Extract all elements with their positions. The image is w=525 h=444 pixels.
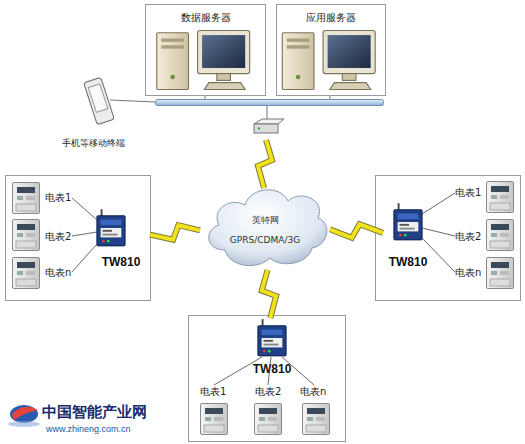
- text-label: 电表n: [455, 266, 481, 280]
- network-bus: [156, 100, 384, 106]
- server-computer: [157, 31, 250, 90]
- server-box: 应用服务器: [276, 4, 386, 96]
- node-text: TW810: [237, 362, 307, 376]
- bolt-fill: [150, 225, 200, 239]
- link-line: [110, 100, 155, 102]
- server-computer: [282, 31, 375, 90]
- server-box: 数据服务器: [145, 4, 266, 96]
- site-logo: [8, 405, 40, 427]
- text-label: 电表2: [455, 230, 481, 244]
- node-text: 应用服务器: [277, 11, 385, 25]
- lightning-bolt: [258, 140, 272, 188]
- node-text: GPRS/CDMA/3G: [200, 235, 330, 245]
- group-frame: [189, 316, 346, 442]
- electric-meter: [13, 182, 514, 435]
- leader-line: [72, 193, 455, 385]
- text-label: 电表1: [455, 186, 481, 200]
- bolt-fill: [262, 270, 276, 318]
- dtu-node: TW810: [243, 318, 301, 376]
- node-text: 英特网: [200, 214, 330, 227]
- group-frame: [376, 176, 521, 301]
- watermark: 中国智能产业网: [42, 403, 147, 422]
- router: [254, 119, 284, 133]
- node-text: 数据服务器: [146, 11, 265, 25]
- link-line: [267, 106, 268, 120]
- bolt-fill: [330, 224, 383, 238]
- text-label: 电表1: [200, 385, 226, 399]
- text-label: 手机等移动终端: [62, 137, 125, 150]
- text-label: 电表n: [45, 266, 71, 280]
- watermark: www.zhineng.com.cn: [46, 424, 131, 434]
- dtu-node: TW810: [92, 205, 150, 269]
- node-text: TW810: [377, 255, 439, 269]
- text-label: 电表2: [45, 230, 71, 244]
- text-label: 电表1: [45, 191, 71, 205]
- mobile-terminal: [84, 77, 115, 124]
- bolt-outline: [262, 270, 276, 318]
- node-text: TW810: [86, 255, 156, 269]
- dtu-device: [97, 203, 422, 356]
- internet-cloud: 英特网 GPRS/CDMA/3G: [200, 180, 330, 270]
- lightning-connector: [330, 224, 383, 238]
- group-frame: [6, 176, 151, 301]
- bolt-outline: [150, 225, 200, 239]
- lightning-connector: [150, 225, 200, 239]
- text-label: 电表n: [300, 385, 326, 399]
- dtu-node: TW810: [383, 200, 433, 269]
- text-label: 电表2: [255, 385, 281, 399]
- lightning-connector: [262, 270, 276, 318]
- bolt-outline: [330, 224, 383, 238]
